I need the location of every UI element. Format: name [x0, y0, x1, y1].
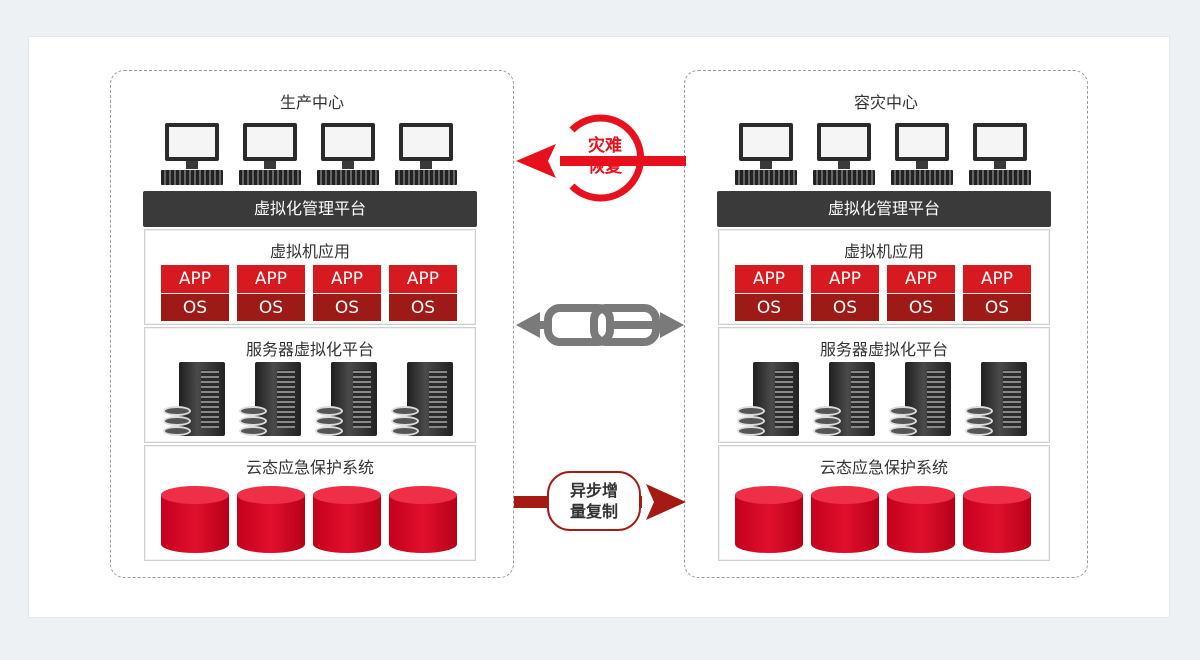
database-cylinder-icon [735, 486, 803, 556]
server-virtualization-panel: 服务器虚拟化平台 [718, 327, 1050, 443]
server-tower-icon [965, 362, 1029, 438]
os-label: OS [161, 293, 229, 321]
os-label: OS [811, 293, 879, 321]
circular-arrow-icon [516, 114, 686, 202]
os-label: OS [887, 293, 955, 321]
app-label: APP [313, 265, 381, 293]
workstation-group [161, 123, 471, 189]
server-tower-icon [315, 362, 379, 438]
vm-panel-title: 虚拟机应用 [843, 242, 924, 261]
database-cylinder-icon [811, 486, 879, 556]
app-label: APP [735, 265, 803, 293]
async-replication-label: 异步增 量复制 [569, 481, 618, 521]
replication-arrow [514, 471, 686, 531]
storage-panel-title: 云态应急保护系统 [819, 458, 948, 477]
virtualization-management-bar: 虚拟化管理平台 [717, 191, 1051, 227]
computer-icon [891, 123, 953, 187]
computer-icon [813, 123, 875, 187]
app-label: APP [389, 265, 457, 293]
app-label: APP [963, 265, 1031, 293]
database-cylinder-icon [963, 486, 1031, 556]
os-label: OS [389, 293, 457, 321]
workstation-group [735, 123, 1045, 189]
server-tower-icon [163, 362, 227, 438]
server-tower-icon [239, 362, 303, 438]
os-label: OS [313, 293, 381, 321]
computer-icon [395, 123, 457, 187]
os-label: OS [237, 293, 305, 321]
computer-icon [317, 123, 379, 187]
app-label: APP [237, 265, 305, 293]
disaster-recovery-label: 灾难 恢复 [588, 136, 622, 177]
database-cylinder-icon [389, 486, 457, 556]
virtualization-management-bar: 虚拟化管理平台 [143, 191, 477, 227]
server-tower-icon [889, 362, 953, 438]
emergency-protection-panel: 云态应急保护系统 [718, 445, 1050, 561]
os-label: OS [963, 293, 1031, 321]
database-cylinder-icon [887, 486, 955, 556]
computer-icon [239, 123, 301, 187]
server-tower-icon [391, 362, 455, 438]
computer-icon [161, 123, 223, 187]
server-tower-icon [813, 362, 877, 438]
app-label: APP [161, 265, 229, 293]
emergency-protection-panel: 云态应急保护系统 [144, 445, 476, 561]
server-panel-title: 服务器虚拟化平台 [245, 340, 374, 359]
computer-icon [735, 123, 797, 187]
vm-panel-title: 虚拟机应用 [269, 242, 350, 261]
production-center-title: 生产中心 [279, 93, 344, 112]
database-cylinder-icon [313, 486, 381, 556]
app-label: APP [811, 265, 879, 293]
app-label: APP [887, 265, 955, 293]
database-cylinder-icon [237, 486, 305, 556]
storage-panel-title: 云态应急保护系统 [245, 458, 374, 477]
server-tower-icon [737, 362, 801, 438]
computer-icon [969, 123, 1031, 187]
recovery-center-title: 容灾中心 [853, 93, 918, 112]
os-label: OS [735, 293, 803, 321]
chain-link-icon [516, 304, 684, 346]
database-cylinder-icon [161, 486, 229, 556]
server-virtualization-panel: 服务器虚拟化平台 [144, 327, 476, 443]
server-panel-title: 服务器虚拟化平台 [819, 340, 948, 359]
